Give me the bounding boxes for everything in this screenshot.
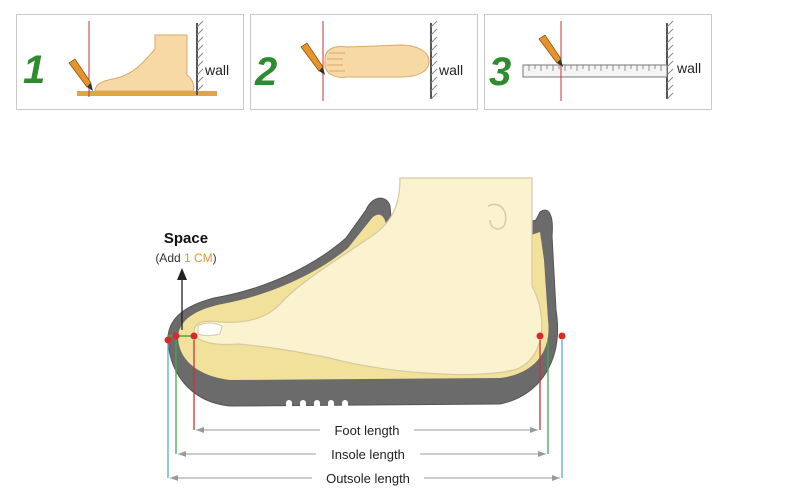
wall-label: wall bbox=[676, 60, 701, 76]
wall-label: wall bbox=[204, 62, 229, 78]
space-note-value: 1 CM bbox=[184, 251, 213, 265]
wall-hatch bbox=[430, 20, 438, 100]
step-3-number: 3 bbox=[489, 50, 511, 94]
foot-top-view bbox=[324, 44, 430, 78]
space-note: (Add 1 CM) bbox=[155, 251, 216, 265]
outsole-start-point bbox=[164, 336, 172, 344]
wall-hatch bbox=[196, 20, 204, 92]
pencil-icon bbox=[68, 58, 93, 91]
outsole-length-dimension: Outsole length bbox=[170, 471, 560, 486]
ankle-bone bbox=[487, 203, 507, 230]
step-2-panel: 2 wall bbox=[250, 14, 478, 110]
insole-start-point bbox=[172, 332, 180, 340]
step-2-illustration: 2 wall bbox=[254, 20, 463, 101]
floor bbox=[77, 91, 217, 96]
foot-start-point bbox=[190, 332, 198, 340]
insole-length-dimension: Insole length bbox=[178, 447, 546, 462]
step-1-illustration: 1 wall bbox=[23, 20, 229, 97]
foot-length-label: Foot length bbox=[334, 423, 399, 438]
step-1-number: 1 bbox=[23, 48, 45, 92]
toe-lines bbox=[327, 52, 345, 72]
pencil-icon bbox=[538, 34, 563, 67]
space-note-prefix: (Add bbox=[155, 251, 184, 265]
space-arrow-head bbox=[177, 268, 187, 280]
wall-label: wall bbox=[438, 62, 463, 78]
pencil-icon bbox=[300, 42, 325, 75]
outsole-length-label: Outsole length bbox=[326, 471, 410, 486]
step-3-panel: 3 bbox=[484, 14, 712, 110]
insole-length-label: Insole length bbox=[331, 447, 405, 462]
outsole-end-point bbox=[558, 332, 566, 340]
ruler-ticks bbox=[528, 65, 662, 71]
step-3-illustration: 3 bbox=[489, 20, 701, 101]
foot-end-point bbox=[536, 332, 544, 340]
toe-nail bbox=[197, 322, 223, 336]
wall-hatch bbox=[666, 20, 674, 100]
step-2-number: 2 bbox=[254, 50, 277, 94]
foot bbox=[193, 177, 543, 376]
step-1-panel: 1 wall bbox=[16, 14, 244, 110]
foot-side-view bbox=[94, 34, 195, 92]
sole-tread bbox=[286, 400, 348, 410]
space-note-suffix: ) bbox=[213, 251, 217, 265]
foot-length-dimension: Foot length bbox=[196, 423, 538, 438]
space-title: Space bbox=[164, 230, 208, 247]
